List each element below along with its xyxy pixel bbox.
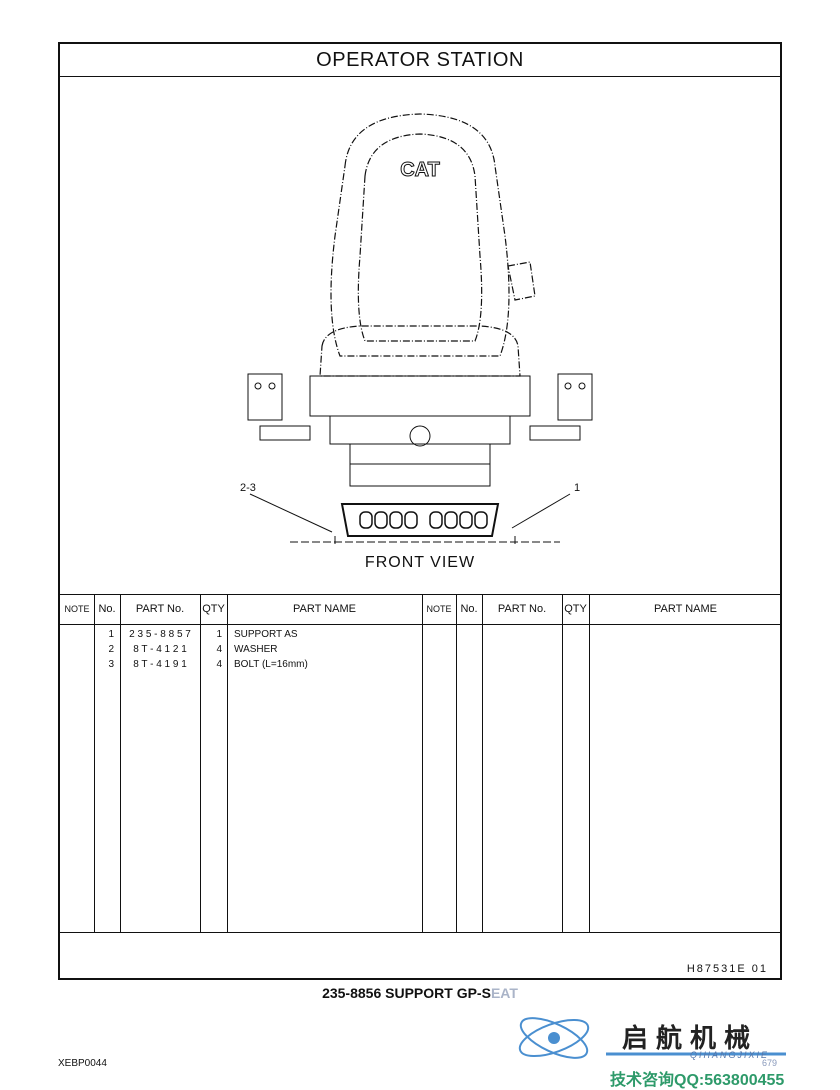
- col-part-no-2: PART No.: [497, 603, 547, 615]
- watermark-sub: QIHANGJIXIE: [690, 1050, 770, 1060]
- suspension-lower: [349, 443, 491, 465]
- col-part-no: PART No.: [135, 603, 185, 615]
- col-qty: QTY: [202, 603, 225, 615]
- table-row: 1 2 3 5 - 8 8 5 7 1 SUPPORT AS: [108, 629, 298, 640]
- left-bracket: [247, 373, 283, 421]
- seat-drawing: CAT 2-3 1 FRONT VIEW: [60, 76, 780, 595]
- table-row: 3 8 T - 4 1 9 1 4 BOLT (L=16mm): [108, 659, 308, 670]
- view-label: FRONT VIEW: [364, 554, 476, 571]
- base-plate: [349, 463, 491, 487]
- seat-illustration: CAT: [247, 113, 593, 544]
- col-part-name-2: PART NAME: [654, 603, 717, 615]
- table-row: 2 8 T - 4 1 2 1 4 WASHER: [108, 644, 278, 655]
- doc-code: XEBP0044: [58, 1058, 107, 1069]
- armrest-pad: [507, 261, 536, 301]
- backrest-outline: [330, 113, 510, 357]
- footer-band: H87531E 01: [60, 932, 780, 981]
- watermark-logo-icon: [518, 1017, 786, 1059]
- col-part-name: PART NAME: [293, 603, 356, 615]
- page-title: OPERATOR STATION: [60, 44, 780, 77]
- col-note: NOTE: [64, 604, 90, 614]
- suspension-upper: [329, 415, 511, 445]
- cat-logo: CAT: [400, 159, 440, 181]
- col-no: No.: [98, 603, 116, 615]
- leader-1: [511, 493, 571, 529]
- right-lever: [529, 425, 581, 441]
- seat-cushion: [319, 325, 521, 377]
- parts-table: NOTE No. PART No. QTY PART NAME NOTE No.…: [60, 594, 780, 932]
- right-bracket: [557, 373, 593, 421]
- callout-2-3: 2-3: [240, 482, 256, 494]
- col-note-2: NOTE: [426, 604, 452, 614]
- drawing-frame: OPERATOR STATION: [58, 42, 782, 980]
- leader-2-3: [249, 493, 333, 533]
- group-caption: 235-8856 SUPPORT GP-SEAT: [322, 985, 518, 1001]
- drawing-ref: H87531E 01: [686, 963, 768, 975]
- page-number: 679: [762, 1058, 778, 1068]
- table-header: [60, 594, 780, 625]
- support-bracket: [340, 503, 500, 537]
- watermark-name: 启航机械: [622, 1023, 759, 1053]
- watermark-contact: 技术咨询QQ:563800455: [610, 1072, 785, 1089]
- col-qty-2: QTY: [564, 603, 587, 615]
- backrest-inner: [357, 133, 483, 342]
- left-lever: [259, 425, 311, 441]
- callout-1: 1: [574, 482, 581, 494]
- col-no-2: No.: [460, 603, 478, 615]
- slide-frame: [309, 375, 531, 417]
